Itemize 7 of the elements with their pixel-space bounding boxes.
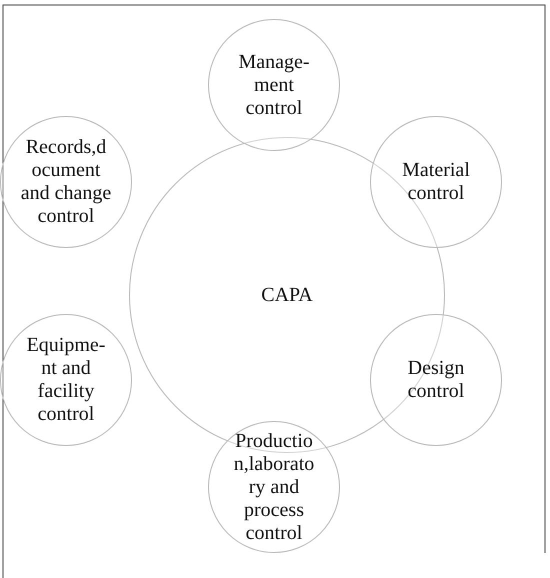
node-label: CAPA (261, 284, 313, 306)
node-label: Design control (406, 357, 466, 403)
node-label: Material control (401, 159, 471, 205)
node-label: Manage- ment control (237, 50, 311, 120)
node-label: Records,d ocument and change control (20, 136, 112, 228)
node-label: Productio n,laborato ry and process control (232, 430, 316, 544)
node-label: Equipme- nt and facility control (26, 334, 106, 426)
